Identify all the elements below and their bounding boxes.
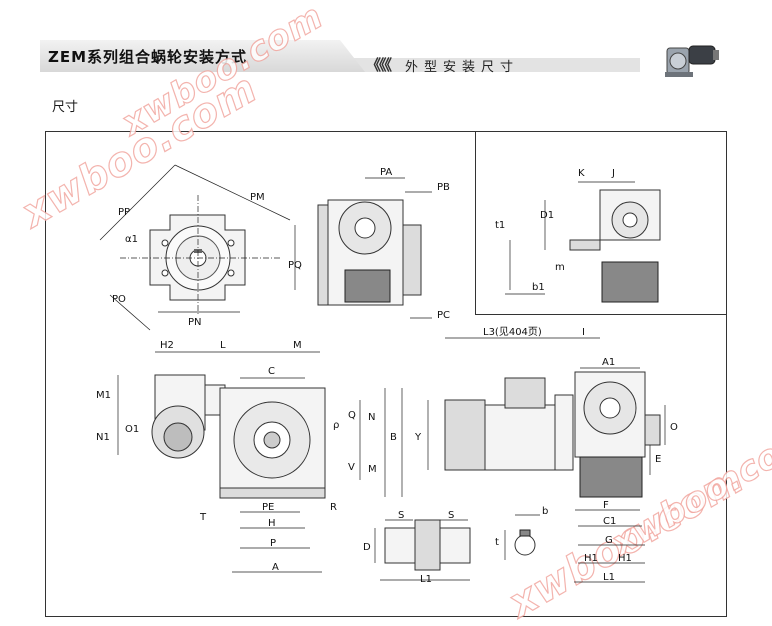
dim-C: C xyxy=(268,366,275,377)
inset-drawing xyxy=(505,181,661,303)
dim-C1: C1 xyxy=(603,516,616,527)
dim-rho: ρ xyxy=(333,420,339,431)
dim-H1-left: H1 xyxy=(584,553,598,564)
dim-m: m xyxy=(555,262,565,273)
dim-B: B xyxy=(390,432,397,443)
dim-PM: PM xyxy=(250,192,265,203)
dim-PB: PB xyxy=(437,182,450,193)
dim-M-lower: M xyxy=(368,464,377,475)
dim-A: A xyxy=(272,562,279,573)
dim-T: T xyxy=(199,512,207,523)
side-view-top xyxy=(317,177,432,319)
dim-J: J xyxy=(611,168,615,179)
dim-PC: PC xyxy=(437,310,450,321)
dim-b: b xyxy=(542,506,548,517)
drawing-frame xyxy=(45,131,727,617)
dim-alpha1: α1 xyxy=(125,234,138,245)
dim-P: P xyxy=(270,538,276,549)
dim-Q: Q xyxy=(348,410,356,421)
dim-D1: D1 xyxy=(540,210,554,221)
dim-t1: t1 xyxy=(495,220,505,231)
dim-D: D xyxy=(363,542,371,553)
dim-I: I xyxy=(582,327,585,338)
dim-E: E xyxy=(655,454,661,465)
dim-PQ: PQ xyxy=(288,260,302,271)
dim-H2: H2 xyxy=(160,340,174,351)
dim-V: V xyxy=(348,462,355,473)
header-dark-band xyxy=(40,40,365,72)
dim-N: N xyxy=(368,412,375,423)
motor-assembly xyxy=(427,337,666,583)
dim-PE: PE xyxy=(262,502,274,513)
dim-S-left: S xyxy=(398,510,404,521)
dim-Y: Y xyxy=(414,432,422,443)
dim-R: R xyxy=(330,502,337,513)
dim-PO: PO xyxy=(112,294,126,305)
dim-K: K xyxy=(578,168,585,179)
dim-O: O xyxy=(670,422,678,433)
dim-O1: O1 xyxy=(125,424,139,435)
dim-N1: N1 xyxy=(96,432,110,443)
dim-S-right: S xyxy=(448,510,454,521)
dim-A1: A1 xyxy=(602,357,615,368)
dim-L3: L3(见404页) xyxy=(483,326,542,338)
dim-b1: b1 xyxy=(532,282,545,293)
dim-M: M xyxy=(293,340,302,351)
chevron-icon: 《《《 xyxy=(366,56,392,74)
dim-G: G xyxy=(605,535,613,546)
section-label: 尺寸 xyxy=(52,100,79,115)
dim-H1-right: H1 xyxy=(618,553,632,564)
dim-F: F xyxy=(603,500,609,511)
assembly-front-view xyxy=(117,351,403,573)
dim-PP: PP xyxy=(118,207,130,218)
dim-t: t xyxy=(495,537,499,548)
dim-M1: M1 xyxy=(96,390,111,401)
page-subtitle: 外型安装尺寸 xyxy=(405,60,520,75)
header-bar: ZEM系列组合蜗轮安装方式 《《《 外型安装尺寸 xyxy=(40,40,640,75)
page-title: ZEM系列组合蜗轮安装方式 xyxy=(48,48,248,66)
dim-PA: PA xyxy=(380,167,392,178)
dim-L: L xyxy=(220,340,226,351)
dim-H: H xyxy=(268,518,276,529)
dim-L1-shaft: L1 xyxy=(420,574,432,585)
dim-PN: PN xyxy=(188,317,202,328)
shaft-detail xyxy=(374,514,540,581)
flange-front-view xyxy=(99,164,296,331)
dim-L1-gear: L1 xyxy=(603,572,615,583)
detail-inset-frame xyxy=(475,131,727,315)
gearbox-thumbnail-icon xyxy=(665,45,719,77)
